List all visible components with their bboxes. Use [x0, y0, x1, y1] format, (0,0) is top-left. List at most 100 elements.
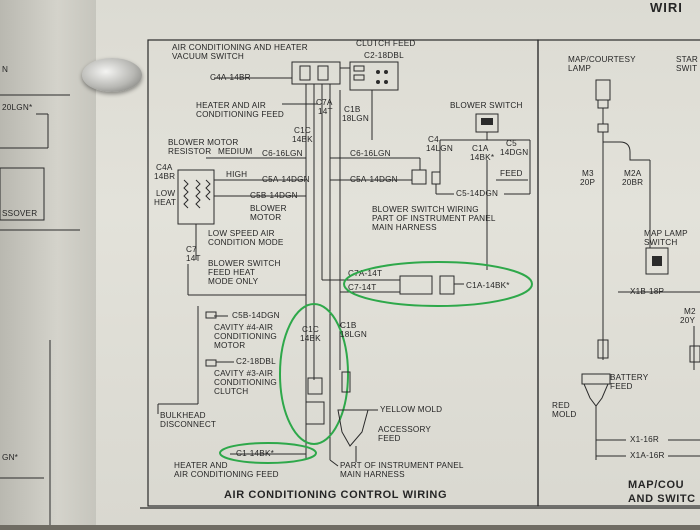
- c4a-label: C4A: [156, 163, 173, 172]
- c4a-14br-label: 14BR: [154, 172, 175, 181]
- cavity3-pin: [205, 359, 217, 367]
- left-lgn-label: 20LGN*: [2, 103, 33, 112]
- m3-label: M3: [582, 169, 594, 178]
- c1-14bk-label: C1-14BK*: [236, 449, 275, 458]
- header-wiring: WIRI: [650, 0, 683, 15]
- heater-feed-label-2: CONDITIONING FEED: [196, 110, 284, 119]
- c1b-fuse: [341, 371, 351, 393]
- map-lamp-base: [597, 99, 609, 109]
- highlight-c7a-row: [343, 261, 533, 307]
- bs-feed-label-1: BLOWER SWITCH: [208, 259, 281, 268]
- cavity3-label-1: CAVITY #3-AIR: [214, 369, 273, 378]
- c1c-14bk-label: 14BK: [292, 135, 313, 144]
- blower-switch-label: BLOWER SWITCH: [450, 101, 523, 110]
- feed-label: FEED: [500, 169, 523, 178]
- c1a-label: C1A: [472, 144, 489, 153]
- c1a-14bk-row-label: C1A-14BK*: [466, 281, 510, 290]
- heater-feed-label-1: HEATER AND AIR: [196, 101, 266, 110]
- red-label-2: MOLD: [552, 410, 576, 419]
- resistor-body: [177, 169, 215, 225]
- map-lamp-label-2: SWITCH: [644, 238, 678, 247]
- c2-18dbl-low-label: C2-18DBL: [236, 357, 276, 366]
- map-lamp-switch: [645, 247, 669, 275]
- lamp-connector: [597, 123, 609, 133]
- c7-14t-label: 14T: [186, 254, 201, 263]
- c1c-connector-2: [305, 401, 325, 425]
- connector-block-top: [349, 61, 399, 91]
- battery-label-1: BATTERY: [610, 373, 649, 382]
- map-courtesy-label-1: MAP/COURTESY: [568, 55, 636, 64]
- star-label-2: SWIT: [676, 64, 697, 73]
- low-speed-label-2: CONDITION MODE: [208, 238, 284, 247]
- c2-18dbl-top-label: C2-18DBL: [364, 51, 404, 60]
- bsw-part-label-1: BLOWER SWITCH WIRING: [372, 205, 479, 214]
- motor-label: MOTOR: [250, 213, 281, 222]
- connector-pin-2: [353, 74, 365, 81]
- c1c-mid-14bk-label: 14BK: [300, 334, 321, 343]
- c5a-connector-2: [431, 171, 441, 185]
- highlight-c1c: [279, 303, 349, 445]
- bmr-label-2: RESISTOR: [168, 147, 211, 156]
- battery-feed-block: [581, 373, 611, 385]
- low-speed-label-1: LOW SPEED AIR: [208, 229, 275, 238]
- c1b-low-label: C1B: [340, 321, 357, 330]
- red-label-1: RED: [552, 401, 570, 410]
- binder-ring: [82, 58, 142, 92]
- ip-harness-label-1: PART OF INSTRUMENT PANEL: [340, 461, 464, 470]
- m2a-20br-label: 20BR: [622, 178, 643, 187]
- vacuum-switch-port-a: [299, 65, 311, 81]
- cavity3-label-3: CLUTCH: [214, 387, 248, 396]
- connector-dot-3: [376, 80, 380, 84]
- c1b-18lgn-label: 18LGN: [342, 114, 369, 123]
- c7-label: C7: [186, 245, 197, 254]
- connector-pin-1: [353, 65, 365, 72]
- bsw-part-label-2: PART OF INSTRUMENT PANEL: [372, 214, 496, 223]
- m2-20y-label: 20Y: [680, 316, 696, 325]
- m2-label: M2: [684, 307, 696, 316]
- left-sover-label: SSOVER: [2, 209, 37, 218]
- connector-dot-1: [376, 70, 380, 74]
- ip-harness-leader: [329, 459, 339, 467]
- manual-page: WIRI AIR CONDITIONING AND HEATER VACUUM …: [96, 0, 700, 525]
- c5b-14dgn-low-label: C5B-14DGN: [232, 311, 280, 320]
- vacuum-switch-body: [291, 61, 341, 85]
- medium-label: MEDIUM: [218, 147, 252, 156]
- x1b-18p-label: X1B-18P: [630, 287, 665, 296]
- c1c-label: C1C: [294, 126, 311, 135]
- c5b-14dgn-top-label: C5B-14DGN: [250, 191, 298, 200]
- bmr-label-1: BLOWER MOTOR: [168, 138, 238, 147]
- right-frame: [537, 39, 700, 507]
- c1c-connector-1: [307, 377, 323, 395]
- c5-14dgn-right-label: C5-14DGN: [456, 189, 498, 198]
- vacuum-switch-label-2: VACUUM SWITCH: [172, 52, 244, 61]
- wire-lamp-split: [602, 132, 650, 161]
- map-lamp-switch-knob: [652, 256, 662, 266]
- left-box: [0, 167, 45, 221]
- heat-label: HEAT: [154, 198, 176, 207]
- c7-14t-row-label: C7-14T: [348, 283, 377, 292]
- clutch-feed-label: CLUTCH FEED: [356, 39, 416, 48]
- bs-feed-label-2: FEED HEAT: [208, 268, 255, 277]
- c1a-14bk-label: 14BK*: [470, 153, 495, 162]
- c4-14lgn-label: 14LGN: [426, 144, 453, 153]
- bsw-part-label-3: MAIN HARNESS: [372, 223, 437, 232]
- resistor-coil-3: [205, 179, 211, 201]
- connector-dot-2: [384, 70, 388, 74]
- red-mold-connector: [583, 383, 609, 407]
- battery-label-2: FEED: [610, 382, 633, 391]
- yellow-mold-label: YELLOW MOLD: [380, 405, 442, 414]
- cavity4-label-2: CONDITIONING: [214, 332, 277, 341]
- cavity3-label-2: CONDITIONING: [214, 378, 277, 387]
- resistor-coil-1: [183, 179, 189, 209]
- blower-switch-knob: [481, 118, 493, 125]
- c6-16lgn-right-label: C6-16LGN: [350, 149, 391, 158]
- c1a-connector: [439, 275, 455, 295]
- bulkhead-label-1: BULKHEAD: [160, 411, 206, 420]
- left-page: N 20LGN* SSOVER GN*: [0, 0, 96, 525]
- blower-label: BLOWER: [250, 204, 287, 213]
- c5a-14dgn-left-label: C5A-14DGN: [262, 175, 310, 184]
- high-label: HIGH: [226, 170, 247, 179]
- c5a-connector: [411, 169, 427, 185]
- yellow-mold-connector: [337, 409, 369, 447]
- c5a-14dgn-right-label: C5A-14DGN: [350, 175, 398, 184]
